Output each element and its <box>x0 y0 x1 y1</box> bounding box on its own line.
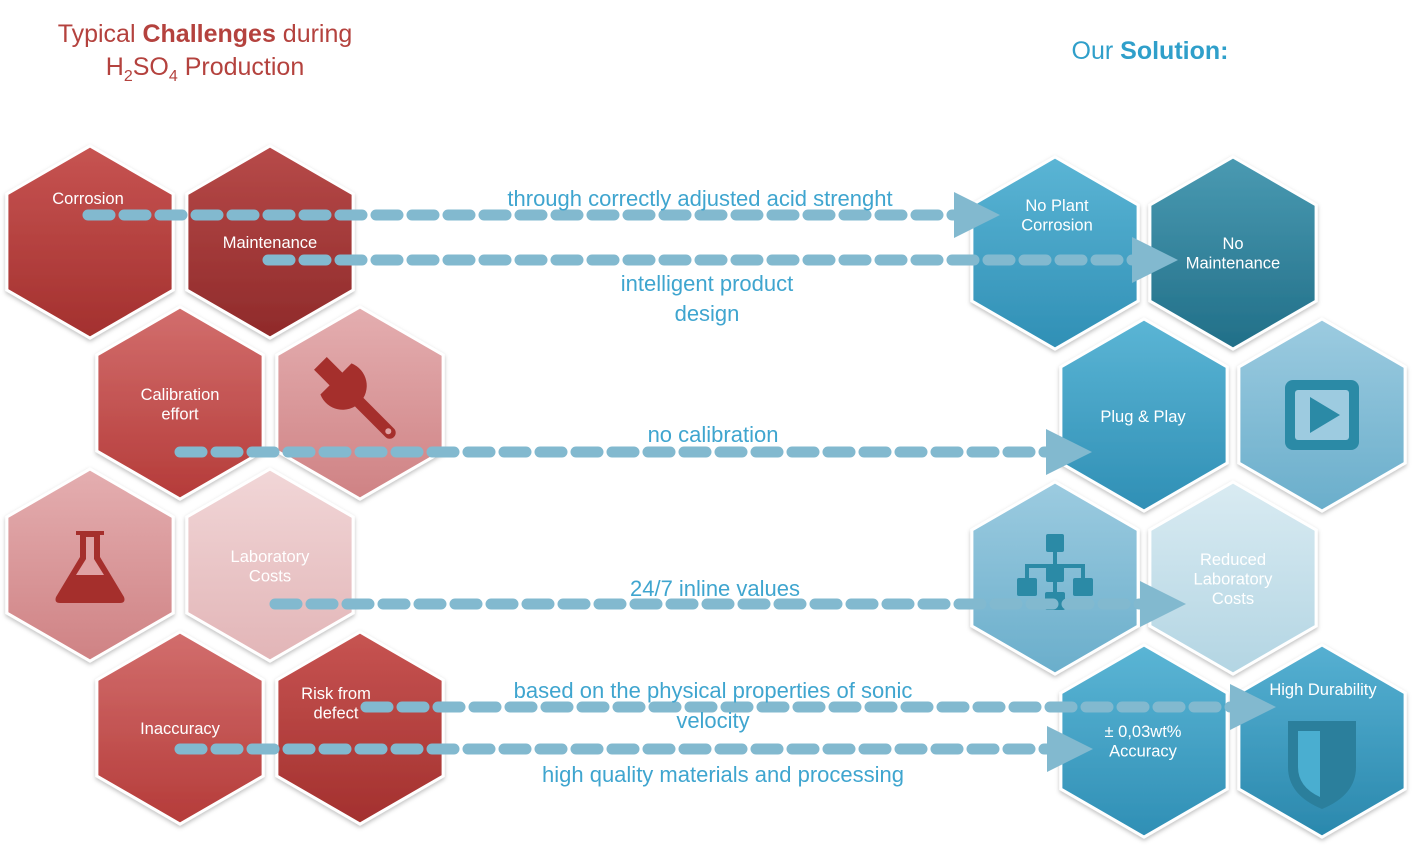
solution-label-reduced-costs-1: Reduced <box>1200 551 1266 569</box>
solution-label-no-corrosion-2: Corrosion <box>1021 217 1093 235</box>
formula-production: Production <box>177 53 305 81</box>
challenge-hex-risk <box>275 630 445 826</box>
arrow-head-icon <box>1230 684 1276 730</box>
connector-label-no-calibration: no calibration <box>648 422 779 447</box>
arrow-head-icon <box>1140 581 1186 627</box>
solution-label-no-maintenance-1: No <box>1222 235 1243 253</box>
connector-label-quality-materials: high quality materials and processing <box>542 762 904 787</box>
connector-acid-strength <box>82 192 1000 238</box>
solution-hex-play <box>1237 317 1407 513</box>
connector-sonic-velocity <box>360 684 1276 730</box>
challenge-hex-maintenance <box>185 144 355 340</box>
challenge-label-calibration-1: Calibration <box>141 386 220 404</box>
challenge-hex-flask <box>5 467 175 663</box>
challenge-hex-lab-costs <box>185 467 355 663</box>
challenge-label-calibration-2: effort <box>161 406 199 424</box>
challenge-hex-inaccuracy <box>95 630 265 826</box>
challenge-label-lab-costs-2: Costs <box>249 568 291 586</box>
connector-label-inline-values: 24/7 inline values <box>630 576 800 601</box>
flask-icon <box>55 531 125 603</box>
connector-inline-values <box>269 581 1186 627</box>
formula-sub-4: 4 <box>168 68 178 85</box>
connector-label-sonic-velocity-2: velocity <box>676 708 749 733</box>
solution-label-accuracy-2: Accuracy <box>1109 743 1178 761</box>
connector-no-calibration <box>174 429 1092 475</box>
solution-hex-plug-play <box>1059 317 1229 513</box>
arrow-head-icon <box>954 192 1000 238</box>
connector-label-acid-strength: through correctly adjusted acid strenght <box>507 186 892 211</box>
challenge-label-risk-1: Risk from <box>301 685 371 703</box>
formula-h: H <box>105 53 124 81</box>
challenges-title-text-2: during <box>275 20 353 48</box>
challenge-hex-corrosion <box>5 144 175 340</box>
solution-label-durability: High Durability <box>1269 681 1377 699</box>
solution-hex-durability <box>1237 643 1407 839</box>
solution-title-bold: Solution: <box>1120 37 1229 65</box>
challenge-label-lab-costs-1: Laboratory <box>231 548 311 566</box>
solution-title-text: Our <box>1071 37 1121 65</box>
solution-label-plug-play: Plug & Play <box>1100 408 1186 426</box>
challenges-title: Typical Challenges during H2SO4 Producti… <box>30 18 380 85</box>
solution-label-no-maintenance-2: Maintenance <box>1186 255 1280 273</box>
solution-label-reduced-costs-3: Costs <box>1212 590 1254 608</box>
solution-label-no-corrosion-1: No Plant <box>1025 197 1089 215</box>
connector-label-product-design-1: intelligent product <box>621 271 793 296</box>
arrow-head-icon <box>1132 237 1178 283</box>
connector-product-design <box>262 237 1178 283</box>
wrench-icon <box>314 357 396 439</box>
connector-label-sonic-velocity-1: based on the physical properties of soni… <box>514 678 913 703</box>
solution-hex-reduced-costs <box>1148 480 1318 676</box>
challenge-label-inaccuracy: Inaccuracy <box>140 720 221 738</box>
solution-hex-hierarchy <box>970 480 1140 676</box>
arrow-head-icon <box>1047 726 1093 772</box>
formula-so: SO <box>132 53 169 81</box>
arrow-head-icon <box>1046 429 1092 475</box>
solution-hex-accuracy <box>1059 643 1229 839</box>
challenge-label-risk-2: defect <box>314 705 359 723</box>
solution-hex-no-maintenance <box>1148 155 1318 351</box>
connector-label-product-design-2: design <box>675 301 740 326</box>
challenges-title-bold: Challenges <box>142 20 276 48</box>
play-icon <box>1285 380 1359 450</box>
connector-layer <box>82 192 1276 772</box>
challenge-label-corrosion: Corrosion <box>52 190 124 208</box>
challenge-label-maintenance: Maintenance <box>223 234 317 252</box>
challenge-hex-wrench <box>275 305 445 501</box>
formula-sub-2: 2 <box>123 68 133 85</box>
solution-title: Our Solution: <box>1040 35 1260 68</box>
connector-quality-materials <box>174 726 1093 772</box>
challenges-title-text-1: Typical <box>57 20 143 48</box>
solution-label-accuracy-1: ± 0,03wt% <box>1105 723 1182 741</box>
shield-icon <box>1288 721 1356 809</box>
solution-label-reduced-costs-2: Laboratory <box>1194 571 1274 589</box>
solution-hex-no-corrosion <box>970 155 1140 351</box>
